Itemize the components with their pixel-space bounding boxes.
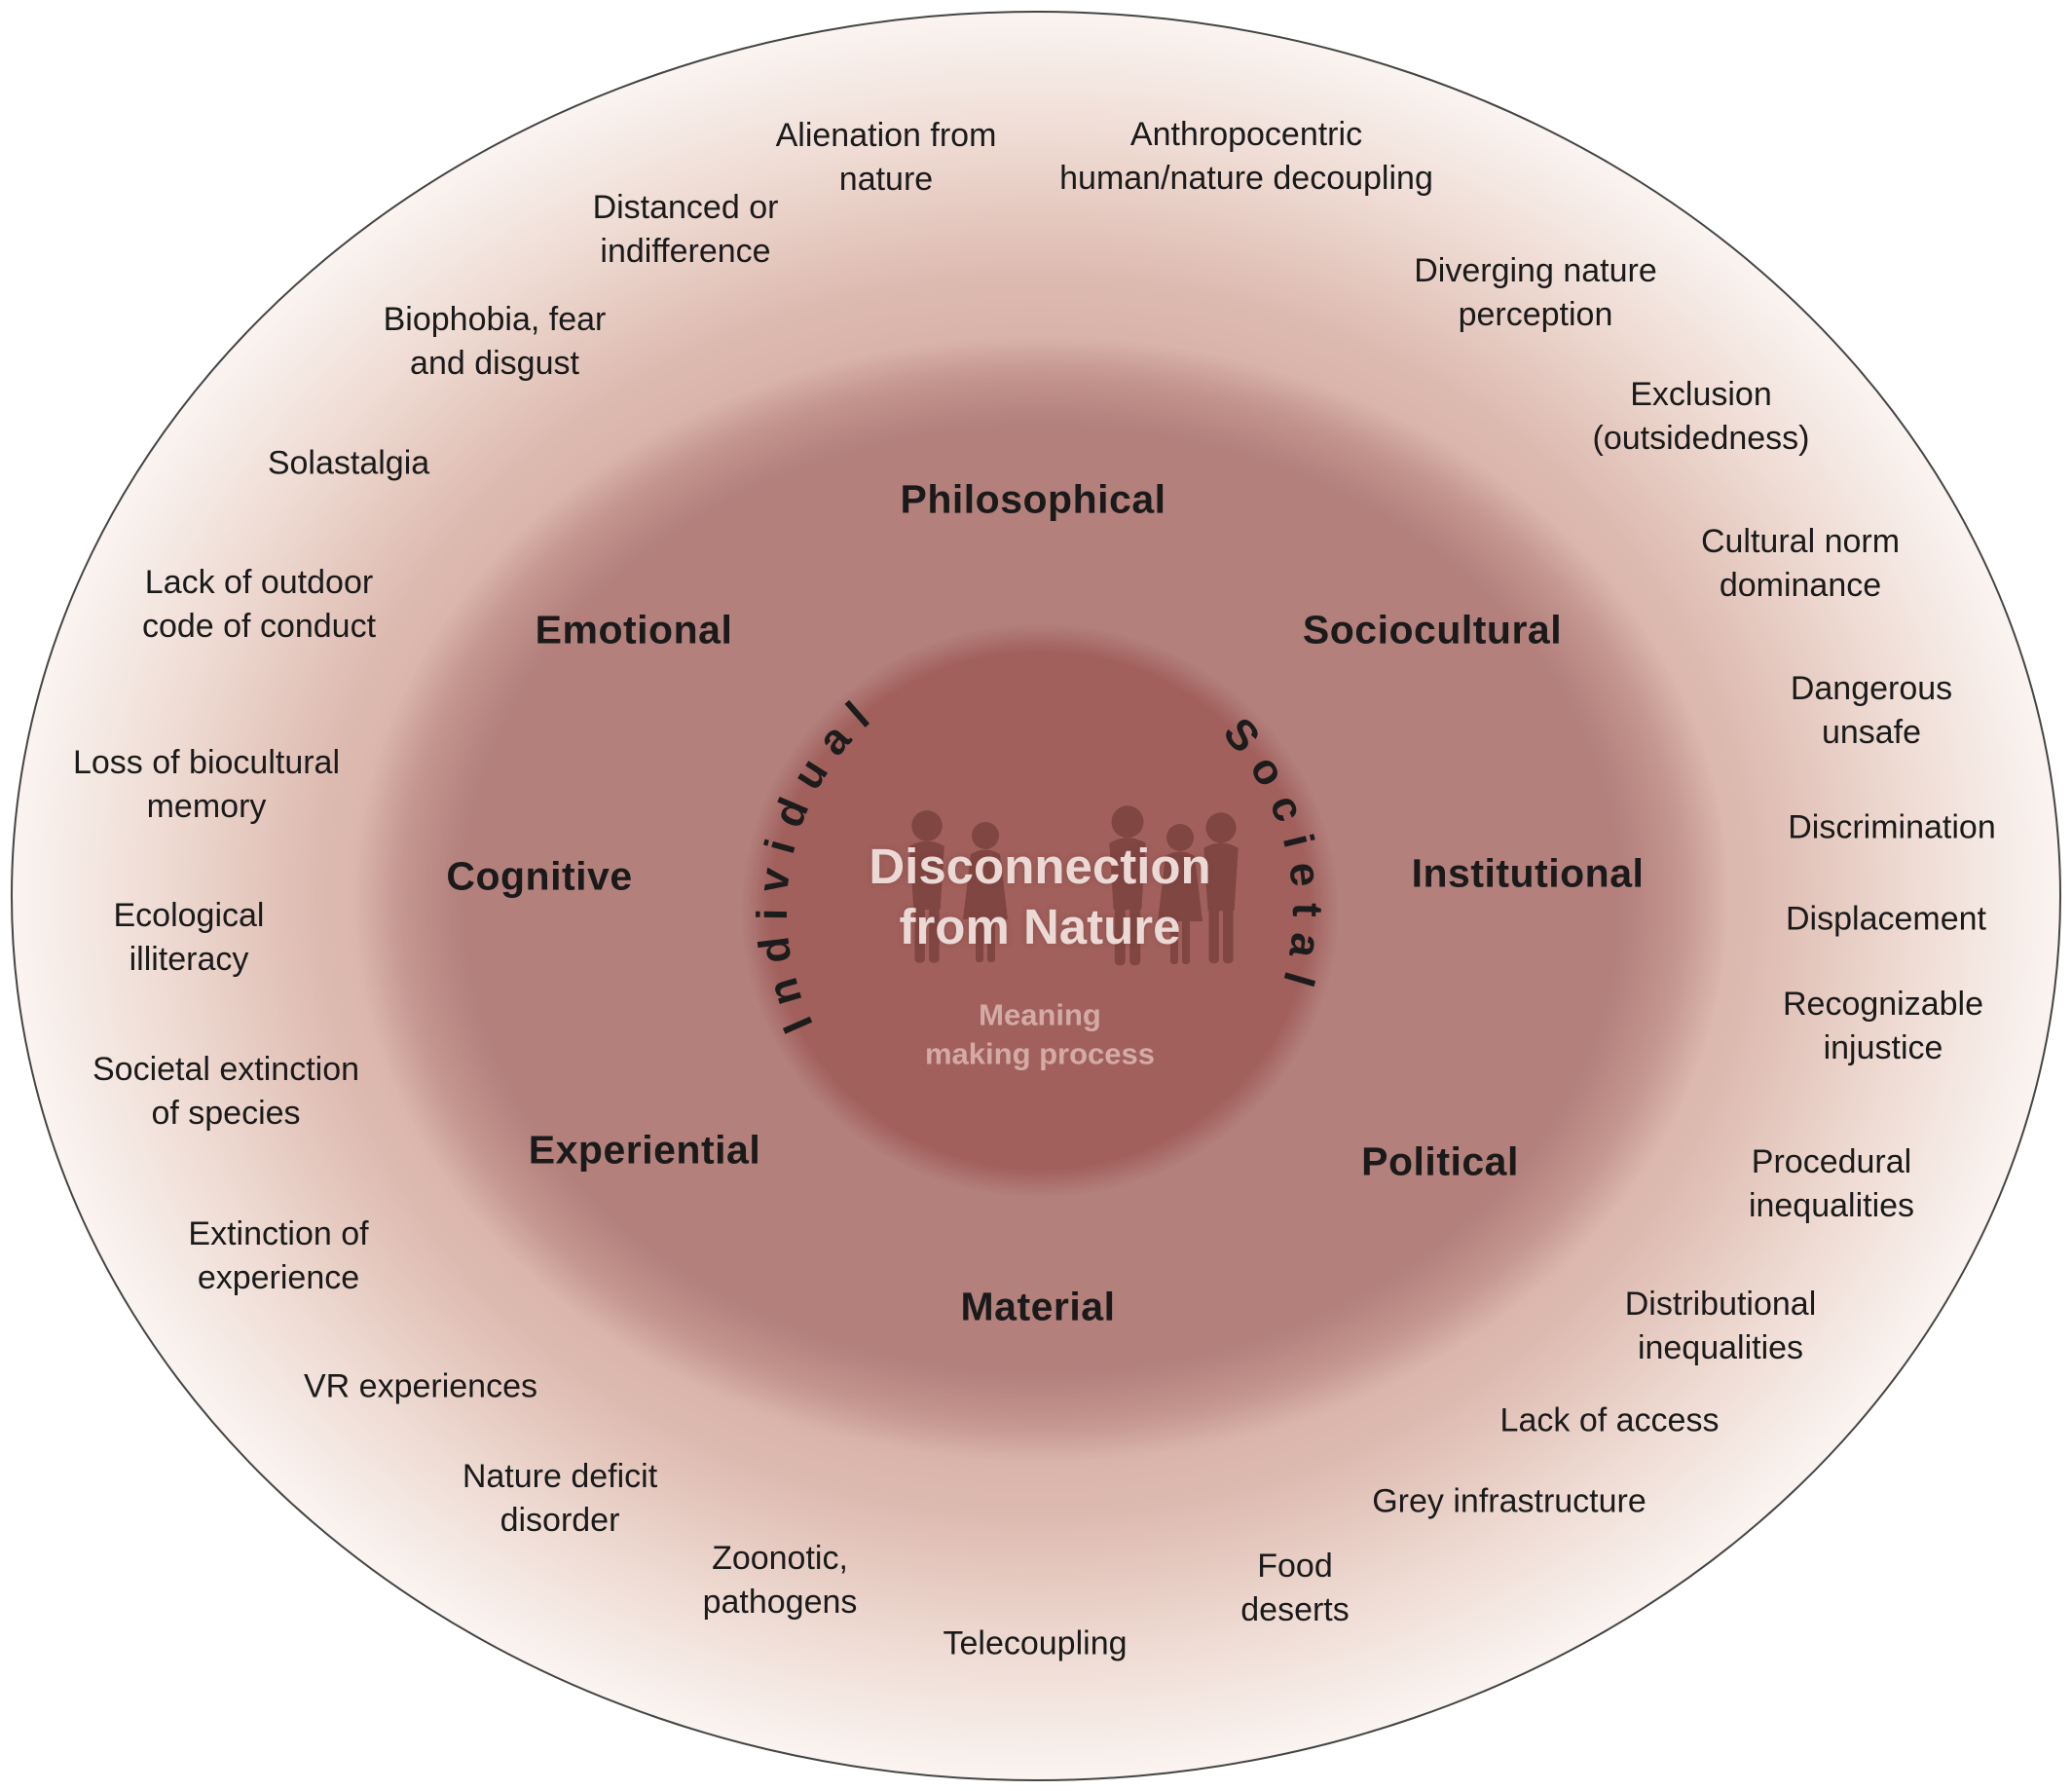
- outer-item-grey-infrastructure: Grey infrastructure: [1372, 1482, 1646, 1520]
- outer-item-biocultural-memory: Loss of biocultural memory: [72, 744, 341, 825]
- person-icon: [1109, 805, 1146, 966]
- ring-category-sociocultural: Sociocultural: [1302, 607, 1563, 653]
- outer-item-food-deserts: Food deserts: [1240, 1548, 1350, 1628]
- outer-item-ecological-illiteracy: Ecological illiteracy: [113, 897, 265, 978]
- outer-item-extinction-experience: Extinction of experience: [188, 1215, 369, 1296]
- outer-item-biophobia: Biophobia, fear and disgust: [383, 301, 607, 382]
- outer-item-outdoor-code: Lack of outdoor code of conduct: [141, 564, 377, 645]
- outer-item-distributional-inequalities: Distributional inequalities: [1624, 1286, 1817, 1366]
- outer-item-diverging-perception: Diverging nature perception: [1414, 252, 1657, 333]
- inner-circle: [741, 623, 1339, 1198]
- outer-item-solastalgia: Solastalgia: [267, 444, 430, 482]
- ring-category-institutional: Institutional: [1411, 850, 1645, 896]
- person-icon: [1203, 812, 1239, 964]
- outer-item-exclusion: Exclusion (outsidedness): [1592, 376, 1810, 457]
- people-silhouette-icon: [909, 805, 1239, 966]
- ring-category-material: Material: [960, 1284, 1116, 1329]
- outer-item-lack-access: Lack of access: [1499, 1401, 1720, 1439]
- outer-item-procedural-inequalities: Procedural inequalities: [1748, 1143, 1915, 1224]
- outer-item-recognizable-injustice: Recognizable injustice: [1782, 986, 1984, 1066]
- outer-item-discrimination: Discrimination: [1788, 808, 1996, 846]
- outer-item-anthropocentric-decoupling: Anthropocentric human/nature decoupling: [1059, 116, 1433, 197]
- ring-category-experiential: Experiential: [528, 1127, 761, 1173]
- ring-category-philosophical: Philosophical: [900, 476, 1166, 522]
- outer-item-alienation: Alienation from nature: [775, 117, 997, 198]
- outer-item-distanced-indifference: Distanced or indifference: [592, 189, 779, 270]
- outer-item-telecoupling: Telecoupling: [943, 1624, 1128, 1662]
- outer-item-cultural-norm: Cultural norm dominance: [1700, 523, 1901, 604]
- person-icon: [909, 810, 944, 963]
- diagram-subtitle: Meaning making process: [924, 997, 1156, 1070]
- ring-category-cognitive: Cognitive: [446, 853, 633, 899]
- outer-item-societal-extinction: Societal extinction of species: [92, 1051, 360, 1132]
- ring-category-emotional: Emotional: [535, 607, 733, 653]
- outer-item-dangerous-unsafe: Dangerous unsafe: [1790, 670, 1953, 751]
- outer-item-zoonotic: Zoonotic, pathogens: [702, 1540, 858, 1621]
- outer-item-displacement: Displacement: [1786, 900, 1986, 938]
- person-icon: [1158, 824, 1202, 964]
- outer-item-nature-deficit: Nature deficit disorder: [462, 1458, 658, 1539]
- outer-item-vr-experiences: VR experiences: [303, 1367, 538, 1405]
- person-icon: [963, 822, 1008, 962]
- diagram-title: Disconnection from Nature: [869, 838, 1211, 954]
- ring-category-political: Political: [1361, 1138, 1519, 1184]
